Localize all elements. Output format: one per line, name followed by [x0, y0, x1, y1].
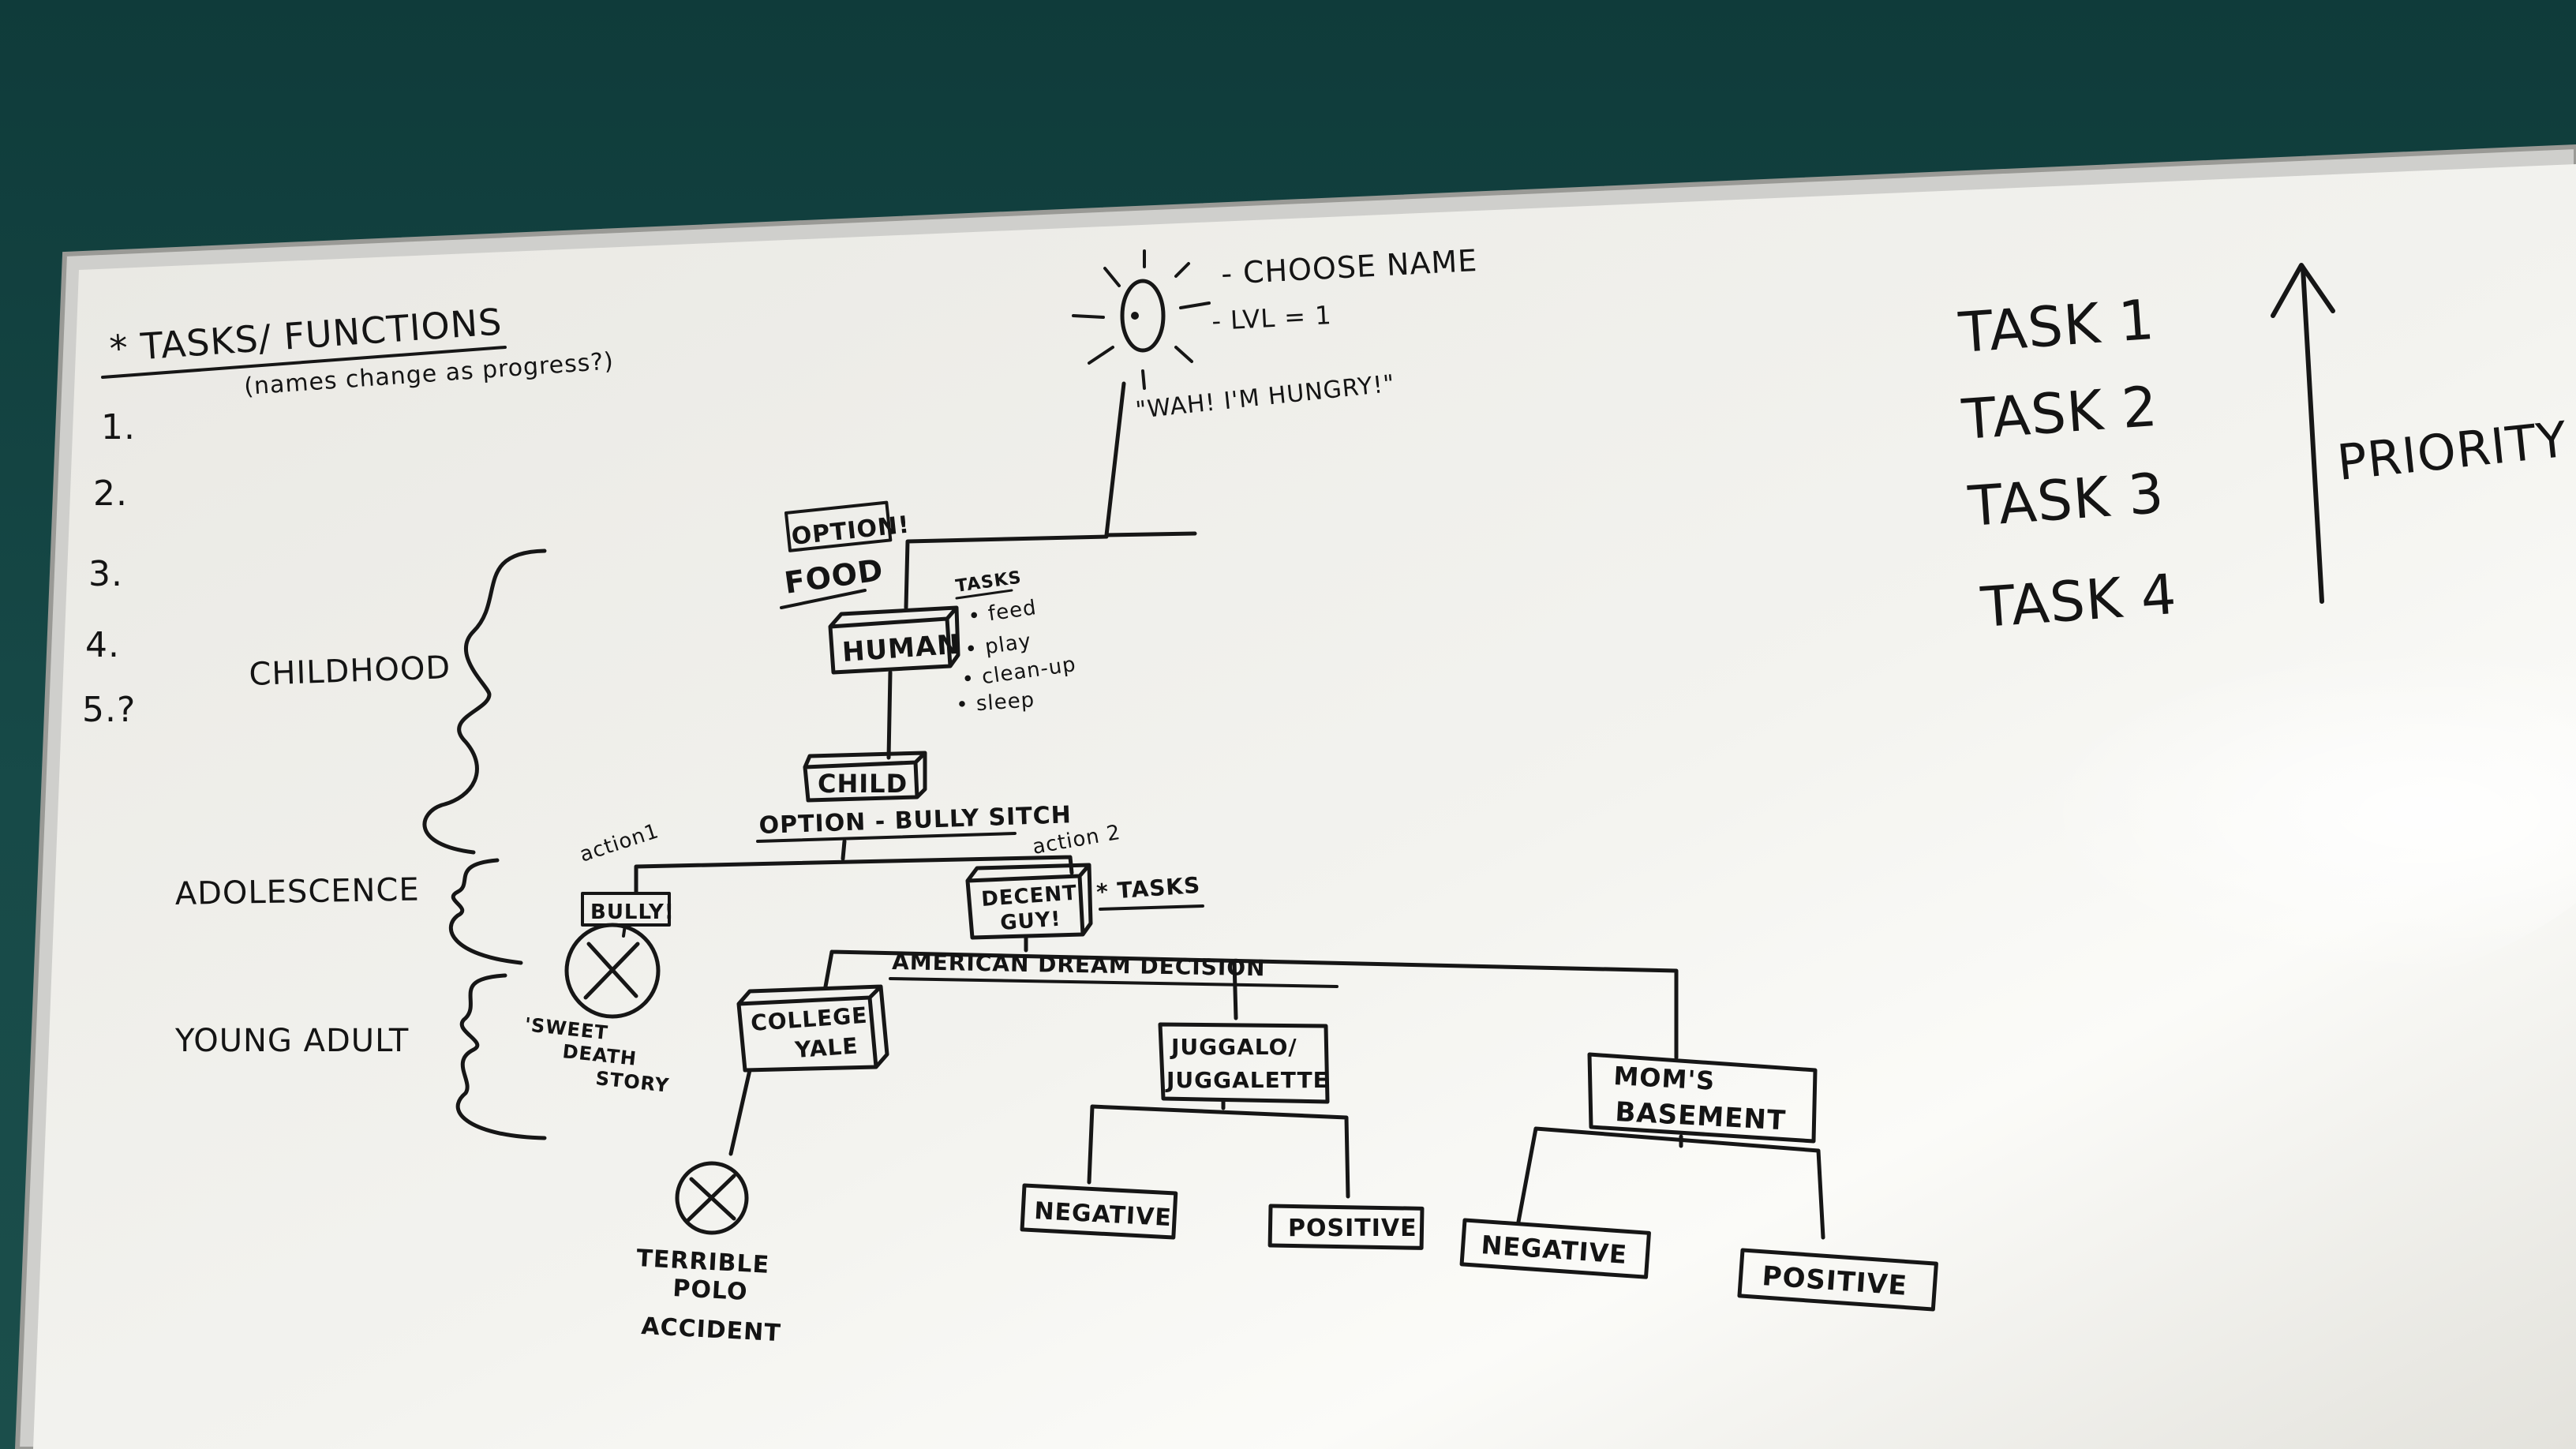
priority-task-3: TASK 3 [1965, 461, 2166, 539]
whiteboard-surface [33, 164, 2576, 1449]
stage-young-adult: YOUNG ADULT [174, 1023, 409, 1059]
list-number-3: 3. [88, 554, 123, 594]
decent-guy-line2: GUY! [999, 908, 1061, 935]
college-line2: YALE [793, 1032, 859, 1063]
title-underline [101, 346, 507, 379]
brace-adolescence [449, 858, 523, 965]
priority-task-2: TASK 2 [1959, 374, 2159, 452]
child-box [803, 751, 927, 803]
death-circle-icon [564, 923, 661, 1019]
list-number-2: 2. [93, 474, 128, 514]
tasks-header-underline [955, 589, 1013, 600]
positive-box-1 [1267, 1204, 1425, 1250]
stage-adolescence: ADOLESCENCE [174, 872, 420, 912]
juggalo-box [1158, 1022, 1330, 1104]
tasks-note-underline [1099, 904, 1204, 911]
priority-arrow-icon [2271, 263, 2335, 604]
option-box [784, 500, 893, 552]
positive-label-1: POSITIVE [1288, 1215, 1417, 1242]
polo-line2: POLO [672, 1275, 749, 1306]
tree-line-top [904, 381, 1197, 610]
negative-box-1 [1020, 1183, 1178, 1240]
option-bully-underline [756, 832, 1017, 843]
level-label: - LVL = 1 [1211, 300, 1332, 336]
juggalo-line2: JUGGALETTE [1165, 1067, 1329, 1093]
list-number-5: 5.? [82, 690, 136, 730]
negative-box-2 [1459, 1218, 1651, 1279]
priority-task-1: TASK 1 [1956, 287, 2156, 365]
tree-line-american-dream [823, 935, 1679, 1060]
polo-death-icon [675, 1161, 749, 1235]
tree-line-bully-branch [634, 839, 1074, 894]
college-to-polo [728, 1068, 752, 1156]
tree-line-human-child [886, 670, 893, 760]
task-item-sleep: • sleep [955, 688, 1035, 717]
moms-basement-box [1587, 1052, 1818, 1144]
child-label: CHILD [818, 769, 908, 799]
stage-childhood: CHILDHOOD [249, 650, 451, 693]
tree-line-moms-split [1516, 1126, 1825, 1240]
light-glare [1539, 552, 2576, 1026]
baby-start-icon [1072, 249, 1211, 390]
decent-guy-box [965, 863, 1093, 940]
food-underline [780, 589, 867, 609]
college-yale-box [736, 984, 889, 1073]
human-box [828, 605, 960, 675]
moms-line1: MOM'S [1613, 1061, 1717, 1096]
positive-box-2 [1737, 1248, 1938, 1312]
list-number-4: 4. [85, 625, 120, 665]
brace-young-adult [455, 973, 547, 1140]
american-dream-underline [889, 977, 1339, 988]
tree-line-juggalo-split [1087, 1098, 1350, 1199]
priority-task-4: TASK 4 [1978, 562, 2178, 640]
bully-label: BULLY! [590, 900, 675, 924]
list-number-1: 1. [101, 407, 136, 447]
brace-childhood [422, 549, 547, 855]
juggalo-line1: JUGGALO/ [1170, 1034, 1297, 1060]
